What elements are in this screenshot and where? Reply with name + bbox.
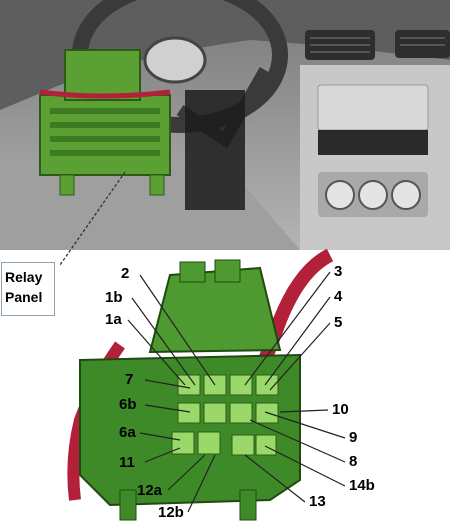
- callout-14b: 14b: [349, 477, 375, 494]
- callout-6a: 6a: [119, 424, 136, 441]
- relay-panel-line1: Relay: [5, 269, 43, 285]
- relay-panel-line2: Panel: [5, 289, 43, 305]
- relay-panel-label: Relay Panel: [1, 262, 55, 316]
- callout-11: 11: [119, 454, 135, 471]
- callout-1b: 1b: [105, 289, 123, 306]
- callout-9: 9: [349, 429, 358, 446]
- relay-panel-leader: [59, 171, 126, 266]
- callout-3: 3: [334, 263, 343, 280]
- leader-lines: [127, 271, 346, 513]
- callout-12a: 12a: [137, 482, 163, 499]
- dashboard-photo: [0, 0, 450, 250]
- callout-7: 7: [125, 371, 134, 388]
- callout-5: 5: [334, 314, 343, 331]
- callout-12b: 12b: [158, 504, 184, 521]
- callout-10: 10: [332, 401, 349, 418]
- callout-13: 13: [309, 493, 326, 510]
- callout-2: 2: [121, 265, 130, 282]
- callout-4: 4: [334, 288, 343, 305]
- callout-1a: 1a: [105, 311, 122, 328]
- relay-box-drawing: [67, 248, 334, 521]
- callout-8: 8: [349, 453, 358, 470]
- callout-6b: 6b: [119, 396, 137, 413]
